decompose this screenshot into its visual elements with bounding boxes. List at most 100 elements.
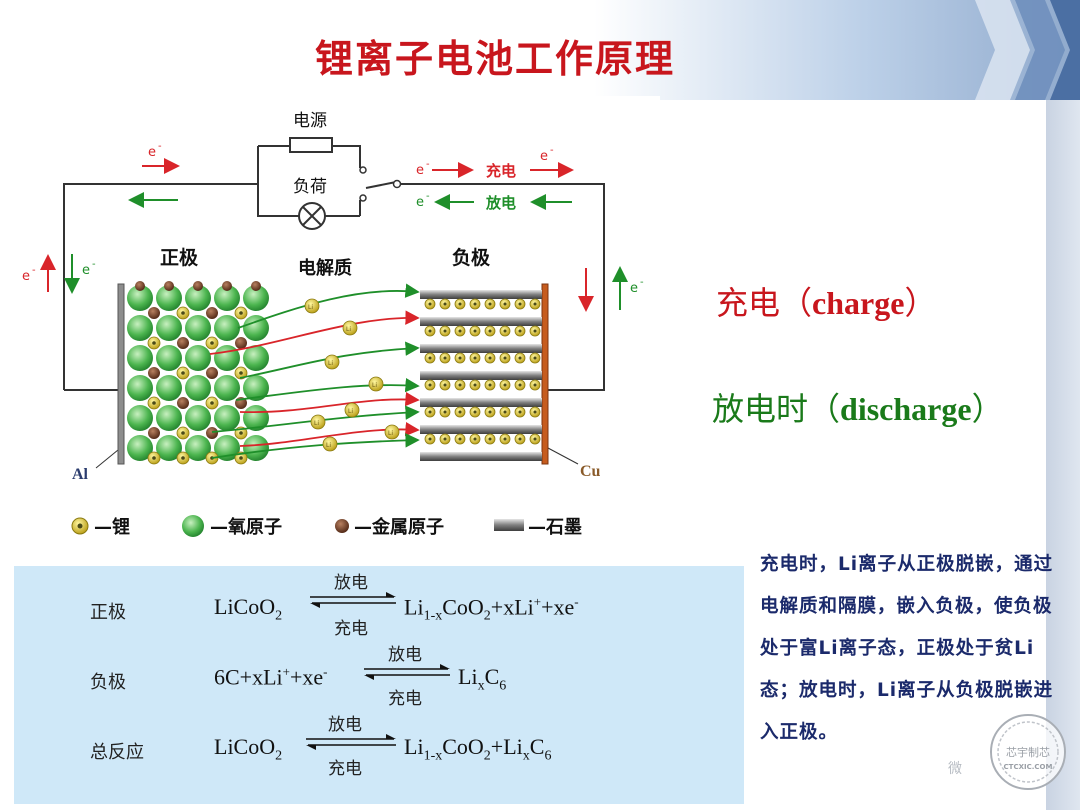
ion-path	[235, 377, 420, 401]
electron-label: e	[22, 269, 30, 284]
reaction-lhs: LiCoO2	[214, 734, 283, 764]
svg-text:-: -	[92, 259, 96, 270]
li-ion	[324, 354, 340, 370]
graphite-layer	[420, 317, 542, 326]
description-text: 充电时，Li离子从正极脱嵌，通过电解质和隔膜，嵌入负极，使负极处于富Li离子态，…	[760, 554, 1054, 743]
li-ion-label: Li	[328, 360, 333, 367]
cathode-lattice	[127, 281, 269, 465]
oxygen-atom	[127, 315, 153, 341]
metal-atom	[206, 427, 218, 439]
electron-label: e	[82, 263, 90, 278]
oxygen-atom	[185, 375, 211, 401]
metal-atom	[251, 281, 261, 291]
discharge-title-cn: 放电时	[712, 390, 809, 428]
li-ion-label: Li	[326, 442, 331, 449]
oxygen-atom	[156, 315, 182, 341]
ion-path	[239, 391, 420, 414]
reaction-rhs: Li1-xCoO2+xLi++xe-	[404, 594, 579, 624]
metal-atom	[148, 367, 160, 379]
charge-title-en: charge	[812, 285, 905, 321]
oxygen-atom	[127, 435, 153, 461]
li-ion	[342, 320, 358, 336]
metal-atom	[206, 367, 218, 379]
load-label: 负荷	[293, 177, 327, 197]
metal-atom	[177, 337, 189, 349]
arrow-top-label: 放电	[388, 645, 422, 665]
oxygen-atom	[127, 405, 153, 431]
ion-path	[239, 341, 420, 379]
graphite-layer	[420, 371, 542, 380]
electron-label: e	[148, 145, 156, 160]
charge-label: 充电	[486, 162, 516, 180]
metal-atom	[193, 281, 203, 291]
metal-atom	[206, 307, 218, 319]
arrow-top-label: 放电	[334, 573, 368, 593]
svg-text:-: -	[158, 141, 162, 152]
oxygen-atom	[214, 405, 240, 431]
legend-graphite: —石墨	[528, 517, 582, 538]
oxygen-atom	[243, 375, 269, 401]
discharge-title-en: discharge	[840, 391, 972, 427]
li-ion-label: Li	[308, 304, 313, 311]
anode-label: 负极	[452, 246, 491, 269]
oxygen-atom	[156, 345, 182, 371]
reaction-lhs: 6C+xLi++xe-	[214, 664, 328, 690]
metal-atom	[135, 281, 145, 291]
metal-atom	[177, 397, 189, 409]
reaction-label-anode: 负极	[90, 672, 126, 693]
metal-atom	[222, 281, 232, 291]
oxygen-atom	[214, 315, 240, 341]
reaction-formulas-panel: 正极 LiCoO2 放电 充电 Li1-xCoO2+xLi++xe- 负极 6C…	[14, 566, 744, 804]
oxygen-atom	[156, 375, 182, 401]
page-title: 锂离子电池工作原理	[314, 37, 675, 81]
li-ion	[368, 376, 384, 392]
watermark-text: 微	[948, 761, 962, 777]
svg-text:-: -	[426, 159, 430, 170]
svg-text:-: -	[550, 145, 554, 156]
reaction-label-overall: 总反应	[90, 742, 144, 763]
right-decor-band	[1046, 100, 1080, 810]
cathode-label: 正极	[160, 246, 199, 269]
oxygen-atom	[185, 315, 211, 341]
al-label: Al	[72, 466, 89, 483]
graphite-layer	[420, 398, 542, 407]
reaction-label-cathode: 正极	[90, 602, 126, 623]
oxygen-atom	[214, 375, 240, 401]
oxygen-atom	[185, 345, 211, 371]
metal-atom	[148, 427, 160, 439]
reaction-lhs: LiCoO2	[214, 594, 283, 624]
legend-lithium: —锂	[94, 516, 130, 538]
oxygen-atom	[214, 345, 240, 371]
oxygen-atom	[243, 315, 269, 341]
arrow-bottom-label: 充电	[328, 759, 362, 779]
oxygen-atom	[243, 285, 269, 311]
discharge-title: 放电时（discharge）	[712, 390, 1004, 428]
arrow-top-label: 放电	[328, 715, 362, 735]
graphite-layer	[420, 290, 542, 299]
legend: —锂 —氧原子 —金属原子 —石墨	[71, 515, 582, 538]
ion-path	[209, 310, 420, 355]
li-ion-label: Li	[346, 326, 351, 333]
charge-title-cn: 充电	[716, 284, 781, 322]
reaction-rhs: Li1-xCoO2+LixC6	[404, 734, 552, 764]
oxygen-atom	[127, 285, 153, 311]
oxygen-atom	[185, 435, 211, 461]
metal-atom	[148, 307, 160, 319]
legend-oxygen: —氧原子	[210, 516, 282, 538]
li-ion	[322, 436, 338, 452]
graphite-layer	[420, 452, 542, 461]
arrow-bottom-label: 充电	[388, 689, 422, 709]
arrow-bottom-label: 充电	[334, 619, 368, 639]
electron-label: e	[630, 281, 638, 296]
oxygen-atom	[127, 345, 153, 371]
graphite-layer	[420, 425, 542, 434]
li-ion	[344, 402, 360, 418]
oxygen-atom	[156, 405, 182, 431]
electron-label: e	[416, 163, 424, 178]
battery-diagram: 电源 负荷 e - e - 充电 e - e - 放电 e - e - e - …	[14, 96, 660, 556]
svg-text:-: -	[426, 191, 430, 202]
oxygen-atom	[185, 405, 211, 431]
svg-text:-: -	[640, 277, 644, 288]
power-source-label: 电源	[293, 111, 327, 131]
